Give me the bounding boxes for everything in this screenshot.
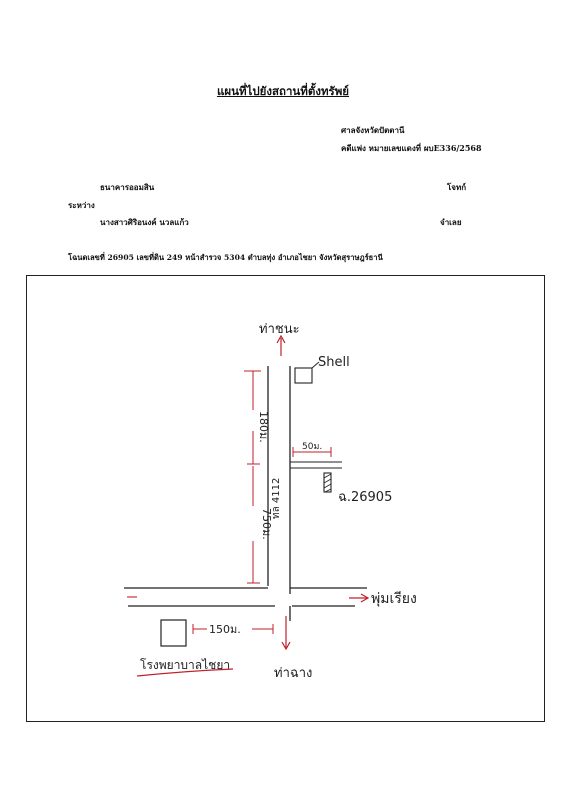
hospital-box (160, 619, 187, 647)
south-destination-label: ท่าฉาง (274, 666, 312, 681)
shell-station-box (294, 367, 313, 384)
plaintiff-role: โจทก์ (447, 182, 467, 192)
location-map: ท่าชนะ Shell 180ม. 750ม. ทล 4112 50ม. (26, 275, 545, 722)
between-label: ระหว่าง (68, 200, 95, 210)
east-destination-label: พุ่มเรียง (371, 591, 417, 607)
page-title: แผนที่ไปยังสถานที่ตั้งทรัพย์ (216, 84, 350, 98)
hospital-underline (136, 668, 234, 677)
north-arrow-head (276, 334, 286, 344)
distance-50-label: 50ม. (302, 442, 322, 452)
defendant-name: นางสาวศิริอนงค์ นวลแก้ว (100, 217, 189, 227)
plaintiff-name: ธนาคารออมสิน (100, 182, 155, 192)
map-drawing: ท่าชนะ Shell 180ม. 750ม. ทล 4112 50ม. (124, 322, 417, 681)
parcel-marker (323, 472, 332, 493)
distance-180-label: 180ม. (257, 411, 270, 443)
south-arrow-head (281, 641, 291, 651)
hospital-label: โรงพยาบาลไชยา (140, 658, 230, 672)
east-arrow-head (360, 593, 370, 603)
north-destination-label: ท่าชนะ (259, 322, 300, 337)
defendant-role: จำเลย (440, 217, 462, 227)
distance-750-label: 750ม. (260, 508, 273, 540)
case-number: คดีแพ่ง หมายเลขแดงที่ ผบE336/2568 (341, 143, 482, 153)
road-number-label: ทล 4112 (271, 478, 282, 519)
shell-leader-line (311, 361, 320, 369)
deed-info-line: โฉนดเลขที่ 26905 เลขที่ดิน 249 หน้าสำรวจ… (68, 253, 383, 262)
distance-150-label: 150ม. (209, 623, 241, 636)
court-name: ศาลจังหวัดปัตตานี (341, 125, 405, 135)
shell-label: Shell (318, 355, 350, 370)
parcel-label: ฉ.26905 (338, 490, 392, 505)
